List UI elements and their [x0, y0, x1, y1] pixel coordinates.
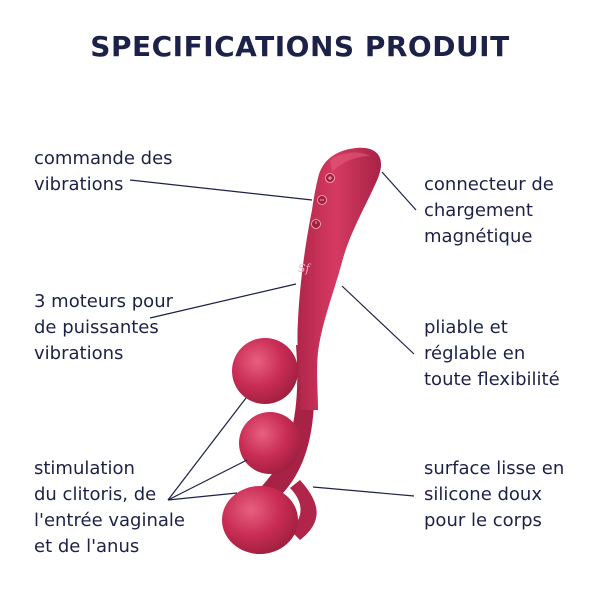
label-line: et de l'anus: [34, 536, 140, 557]
label-line: magnétique: [424, 226, 533, 247]
bottom-ball: [222, 486, 298, 554]
label-line: de puissantes: [34, 317, 159, 338]
leader-line-vibration-control: [129, 179, 313, 201]
product-tip-highlight: [330, 152, 370, 172]
leader-line-stimulation-middle: [167, 459, 248, 501]
label-line: réglable en: [424, 343, 526, 364]
leader-line-stimulation-top: [167, 397, 247, 501]
label-flexible: pliable et réglable en toute flexibilité: [424, 315, 560, 393]
label-three-motors: 3 moteurs pour de puissantes vibrations: [34, 289, 173, 367]
leader-line-stimulation-bottom: [167, 492, 238, 501]
label-line: toute flexibilité: [424, 369, 560, 390]
middle-ball: [239, 412, 301, 474]
leader-line-three-motors: [149, 283, 297, 319]
leader-line-charging: [381, 171, 417, 211]
brand-logo-icon: Sf: [298, 262, 312, 275]
leader-line-surface: [312, 486, 415, 497]
label-line: l'entrée vaginale: [34, 510, 185, 531]
label-line: 3 moteurs pour: [34, 291, 174, 312]
label-line: du clitoris, de: [34, 484, 157, 505]
plus-icon: [328, 176, 332, 180]
label-line: pliable et: [424, 317, 508, 338]
label-line: vibrations: [34, 174, 124, 195]
product-main-arm: [297, 147, 382, 410]
label-line: connecteur de: [424, 174, 554, 195]
label-line: commande des: [34, 148, 173, 169]
label-vibration-control: commande des vibrations: [34, 146, 173, 198]
label-line: vibrations: [34, 343, 124, 364]
label-stimulation: stimulation du clitoris, de l'entrée vag…: [34, 456, 185, 560]
label-surface: surface lisse en silicone doux pour le c…: [424, 456, 564, 534]
leader-line-flexible: [341, 285, 415, 355]
page-title: SPECIFICATIONS PRODUIT: [90, 30, 510, 63]
label-line: chargement: [424, 200, 533, 221]
top-ball: [232, 338, 298, 404]
label-line: silicone doux: [424, 484, 542, 505]
label-charging: connecteur de chargement magnétique: [424, 172, 554, 250]
label-line: stimulation: [34, 458, 135, 479]
label-line: surface lisse en: [424, 458, 565, 479]
label-line: pour le corps: [424, 510, 542, 531]
